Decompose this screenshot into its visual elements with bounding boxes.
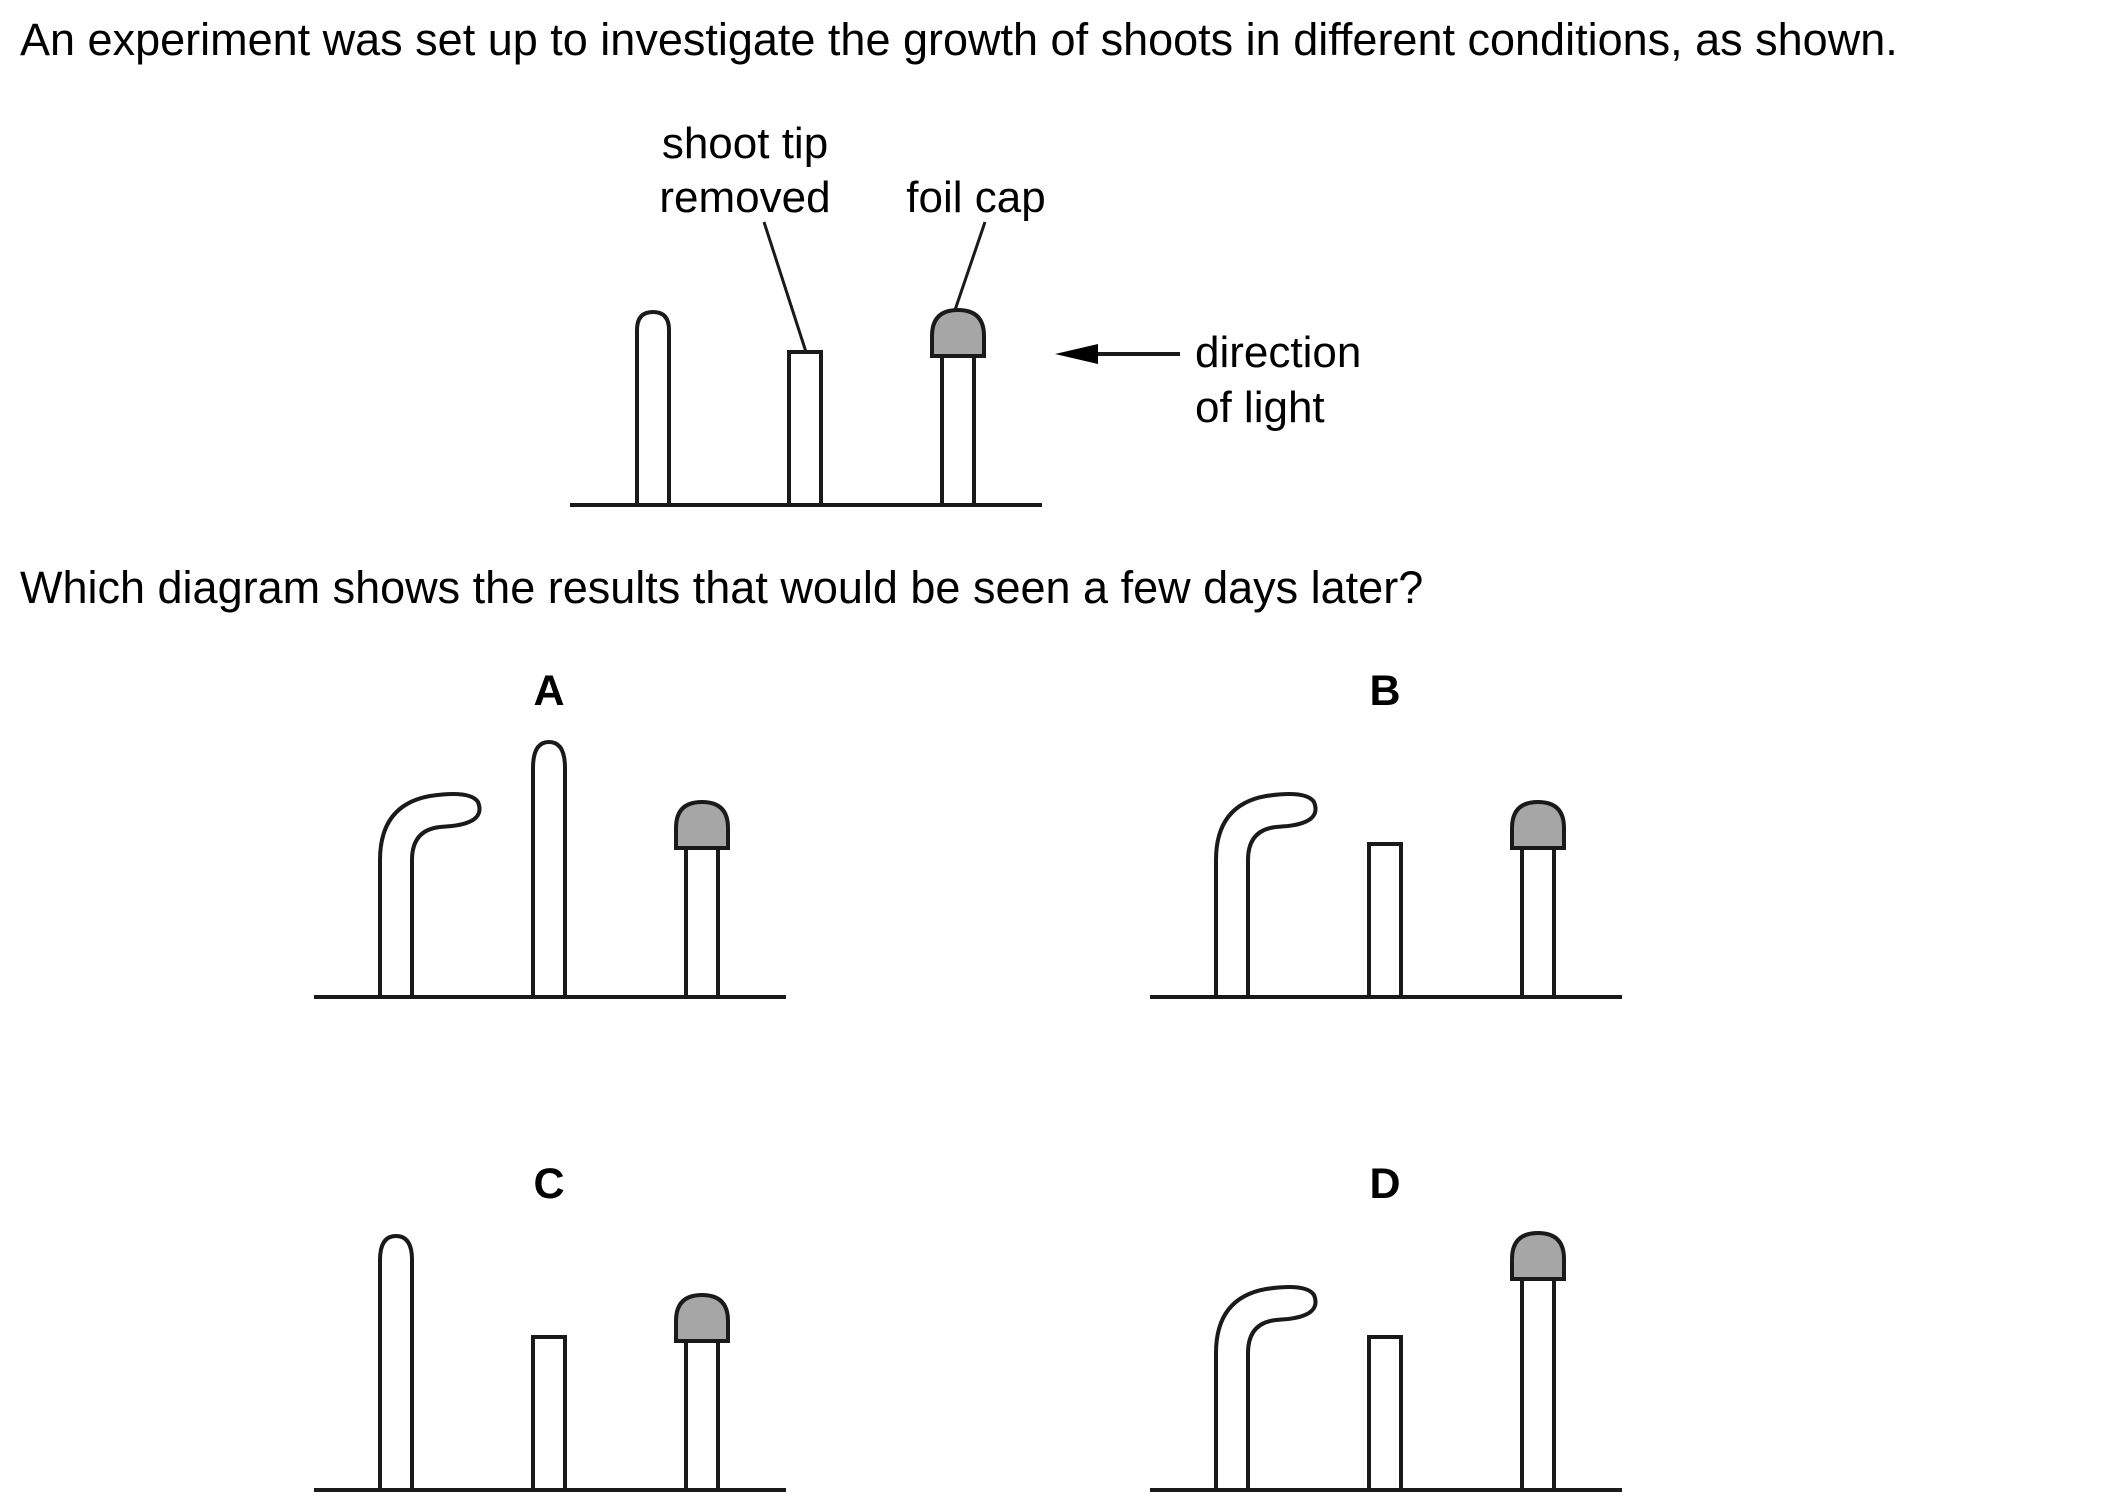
option-letter: D [1369,1160,1400,1208]
cut-shoot [787,350,823,507]
cut-shoot [531,1335,567,1492]
upright-shoot [378,1233,414,1490]
question-intro: An experiment was set up to investigate … [20,14,1898,65]
capped-shoot-stem [1520,1274,1556,1492]
bent-shoot [378,792,482,997]
foil-cap [1510,1230,1566,1281]
option-c[interactable]: C [314,1160,786,1492]
capped-shoot-stem [684,843,720,999]
foil-cap [930,307,986,358]
option-a[interactable]: A [314,667,786,999]
question-prompt: Which diagram shows the results that wou… [20,562,1424,613]
tall-shoot [531,739,567,997]
light-arrow-head [1055,344,1098,364]
foil-cap [674,1292,730,1343]
option-letter: C [533,1160,564,1208]
label-of-light: of light [1195,383,1325,432]
setup-diagram: shoot tip removed foil cap direction of … [570,119,1361,507]
leader-line-tip [762,221,808,353]
option-letter: A [533,667,564,715]
cut-shoot [1367,1335,1403,1492]
capped-shoot-stem [684,1336,720,1492]
label-foil-cap: foil cap [906,173,1045,222]
label-removed: removed [659,173,830,222]
bent-shoot [1214,1285,1318,1490]
capped-shoot-stem [940,351,976,507]
option-letter: B [1369,667,1400,715]
bent-shoot [1214,792,1318,997]
cut-shoot [1367,842,1403,999]
option-d[interactable]: D [1150,1160,1622,1492]
intact-shoot [635,309,671,505]
foil-cap [1510,799,1566,850]
label-shoot-tip: shoot tip [662,119,828,168]
label-direction: direction [1195,328,1361,377]
foil-cap [674,799,730,850]
capped-shoot-stem [1520,843,1556,999]
leader-line-foil [953,221,987,311]
option-b[interactable]: B [1150,667,1622,999]
